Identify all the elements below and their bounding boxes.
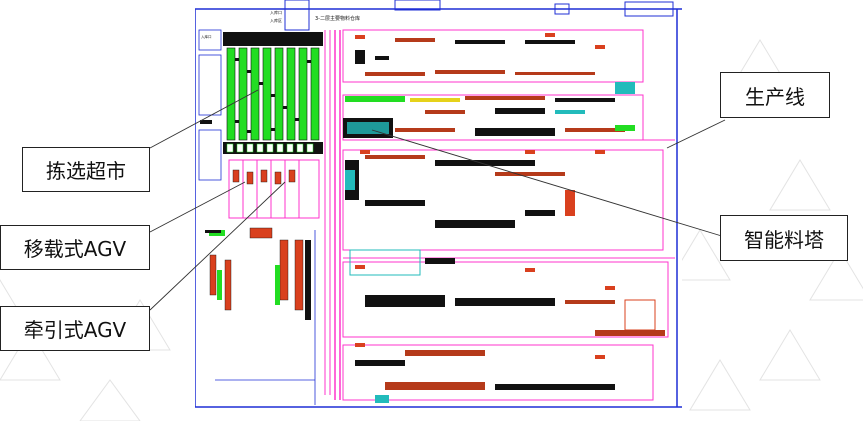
callout-smart-tower: 智能料塔 — [720, 215, 848, 261]
production-line-5 — [349, 249, 665, 336]
production-line-2 — [345, 96, 615, 114]
production-line-1 — [355, 38, 635, 94]
tag-a: 入库口 — [270, 9, 282, 15]
factory-floor-plan: 3-二层主要物料仓库 入库口 入库区 入库口 — [195, 0, 682, 412]
callout-transfer-agv: 移载式AGV — [0, 225, 150, 270]
production-line-3 — [343, 118, 635, 138]
building-walls — [195, 0, 682, 408]
production-line-6 — [355, 350, 615, 403]
tag-b: 入库区 — [270, 17, 282, 23]
picking-supermarket-area — [223, 32, 323, 154]
top-title: 3-二层主要物料仓库 — [315, 15, 360, 22]
callout-tow-agv: 牵引式AGV — [0, 306, 150, 351]
left-room-label: 入库口 — [201, 34, 212, 39]
callout-production-line: 生产线 — [720, 72, 830, 118]
production-line-4 — [345, 155, 575, 228]
callout-picking-supermarket: 拣选超市 — [22, 147, 150, 192]
